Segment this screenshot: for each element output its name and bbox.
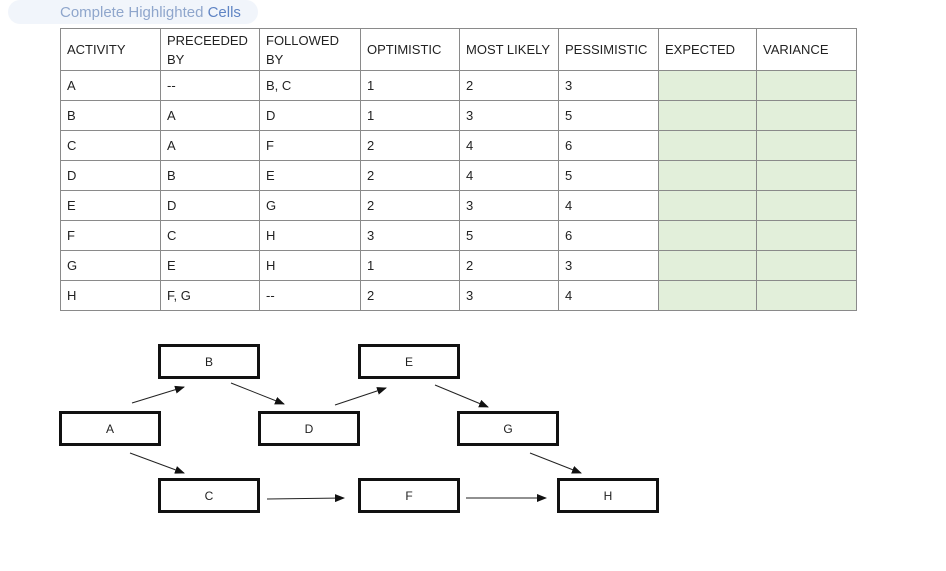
variance-input-cell[interactable] bbox=[756, 160, 857, 191]
edge-C-F bbox=[266, 494, 345, 503]
node-H: H bbox=[557, 478, 659, 513]
expected-input-cell[interactable] bbox=[658, 130, 757, 161]
table-cell: 5 bbox=[558, 100, 659, 131]
expected-input-cell[interactable] bbox=[658, 220, 757, 251]
variance-input-cell[interactable] bbox=[756, 130, 857, 161]
edge-A-B bbox=[131, 385, 185, 404]
table-cell: 3 bbox=[558, 250, 659, 281]
table-cell: 5 bbox=[558, 160, 659, 191]
table-cell: B, C bbox=[259, 70, 361, 101]
table-cell: 3 bbox=[459, 280, 559, 311]
node-C: C bbox=[158, 478, 260, 513]
table-cell: 1 bbox=[360, 70, 460, 101]
variance-input-cell[interactable] bbox=[756, 250, 857, 281]
instruction-text-a: Complete Highlighted bbox=[60, 4, 208, 21]
node-G: G bbox=[457, 411, 559, 446]
table-cell: -- bbox=[259, 280, 361, 311]
table-cell: A bbox=[160, 100, 260, 131]
edge-E-G bbox=[434, 384, 489, 408]
instruction-banner bbox=[8, 0, 258, 24]
table-cell: D bbox=[160, 190, 260, 221]
expected-input-cell[interactable] bbox=[658, 250, 757, 281]
instruction-text: Complete Highlighted Cells bbox=[60, 4, 241, 21]
expected-input-cell[interactable] bbox=[658, 160, 757, 191]
table-cell: A bbox=[60, 70, 161, 101]
table-cell: F, G bbox=[160, 280, 260, 311]
edge-D-E bbox=[334, 387, 387, 406]
table-cell: 4 bbox=[459, 160, 559, 191]
table-cell: 3 bbox=[360, 220, 460, 251]
expected-input-cell[interactable] bbox=[658, 280, 757, 311]
column-header: OPTIMISTIC bbox=[360, 28, 460, 71]
node-B: B bbox=[158, 344, 260, 379]
variance-input-cell[interactable] bbox=[756, 280, 857, 311]
instruction-text-b: Cells bbox=[207, 4, 241, 21]
expected-input-cell[interactable] bbox=[658, 100, 757, 131]
column-header: ACTIVITY bbox=[60, 28, 161, 71]
table-cell: 2 bbox=[459, 70, 559, 101]
column-header: PESSIMISTIC bbox=[558, 28, 659, 71]
node-D: D bbox=[258, 411, 360, 446]
table-cell: E bbox=[160, 250, 260, 281]
table-cell: 5 bbox=[459, 220, 559, 251]
variance-input-cell[interactable] bbox=[756, 70, 857, 101]
table-cell: 1 bbox=[360, 100, 460, 131]
expected-input-cell[interactable] bbox=[658, 190, 757, 221]
expected-input-cell[interactable] bbox=[658, 70, 757, 101]
column-header: VARIANCE bbox=[756, 28, 857, 71]
node-E: E bbox=[358, 344, 460, 379]
node-A: A bbox=[59, 411, 161, 446]
table-cell: 2 bbox=[459, 250, 559, 281]
table-cell: H bbox=[60, 280, 161, 311]
table-cell: H bbox=[259, 250, 361, 281]
table-cell: 2 bbox=[360, 130, 460, 161]
column-header: EXPECTED bbox=[658, 28, 757, 71]
edge-G-H bbox=[529, 452, 582, 474]
table-cell: E bbox=[60, 190, 161, 221]
table-cell: A bbox=[160, 130, 260, 161]
edge-B-D bbox=[230, 382, 285, 405]
table-cell: 3 bbox=[459, 190, 559, 221]
table-cell: G bbox=[259, 190, 361, 221]
column-header: MOST LIKELY bbox=[459, 28, 559, 71]
column-header: PRECEEDED BY bbox=[160, 28, 260, 71]
table-cell: 2 bbox=[360, 160, 460, 191]
table-cell: B bbox=[60, 100, 161, 131]
variance-input-cell[interactable] bbox=[756, 190, 857, 221]
node-F: F bbox=[358, 478, 460, 513]
column-header: FOLLOWED BY bbox=[259, 28, 361, 71]
edge-A-C bbox=[129, 452, 185, 474]
table-cell: 4 bbox=[558, 280, 659, 311]
